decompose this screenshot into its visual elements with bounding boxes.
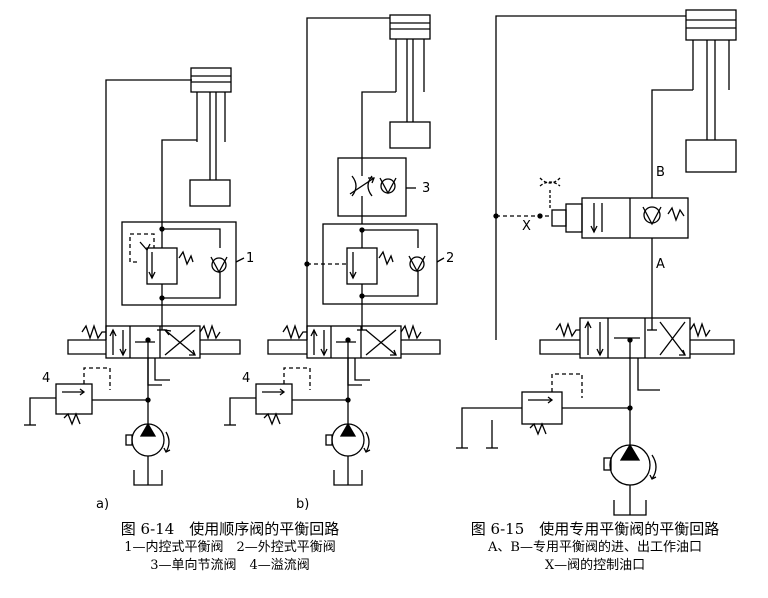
callout-leader-2 bbox=[436, 257, 445, 263]
fig-6-15-title: 图 6-15 使用专用平衡阀的平衡回路 bbox=[470, 520, 720, 538]
relief-valve-4a bbox=[24, 367, 151, 426]
port-label-x: X bbox=[522, 219, 531, 234]
balance-valve-2 bbox=[304, 223, 438, 322]
sublabel-b: b) bbox=[296, 497, 309, 512]
directional-valve-615 bbox=[539, 317, 735, 359]
circuit-615 bbox=[456, 9, 737, 516]
special-balance-valve bbox=[539, 177, 689, 239]
throttle-check-valve-3 bbox=[337, 157, 407, 224]
fig-6-14-legend-line2: 3—单向节流阀 4—溢流阀 bbox=[150, 558, 310, 573]
callout-leader-1 bbox=[235, 257, 245, 263]
port-label-a: A bbox=[656, 257, 665, 272]
fig-6-14-title: 图 6-14 使用顺序阀的平衡回路 bbox=[120, 520, 340, 538]
pump-615 bbox=[603, 443, 657, 516]
fig-6-15-legend-line2: X—阀的控制油口 bbox=[544, 558, 646, 573]
circuit-a bbox=[24, 67, 241, 486]
directional-valve-b bbox=[267, 322, 441, 359]
caption-fig-6-15: 图 6-15 使用专用平衡阀的平衡回路 A、B—专用平衡阀的进、出工作油口 X—… bbox=[430, 520, 760, 575]
callout-3: 3 bbox=[422, 181, 430, 196]
fig-6-15-legend-line1: A、B—专用平衡阀的进、出工作油口 bbox=[488, 540, 702, 555]
directional-valve-a bbox=[67, 322, 241, 359]
caption-fig-6-14: 图 6-14 使用顺序阀的平衡回路 1—内控式平衡阀 2—外控式平衡阀 3—单向… bbox=[60, 520, 400, 575]
callout-4a: 4 bbox=[42, 371, 50, 386]
cylinder-a bbox=[189, 67, 232, 207]
sublabel-a: a) bbox=[96, 497, 109, 512]
balance-valve-1 bbox=[121, 221, 237, 322]
callout-4b: 4 bbox=[242, 371, 250, 386]
fig-6-14-legend-line1: 1—内控式平衡阀 2—外控式平衡阀 bbox=[124, 540, 336, 555]
relief-valve-615 bbox=[456, 373, 633, 449]
relief-valve-4b bbox=[224, 367, 351, 426]
callout-2: 2 bbox=[446, 251, 454, 266]
cylinder-b bbox=[389, 14, 431, 149]
cylinder-615 bbox=[685, 9, 737, 173]
callout-1: 1 bbox=[246, 251, 254, 266]
pump-a bbox=[125, 400, 171, 486]
circuit-b bbox=[224, 14, 441, 486]
pump-b bbox=[325, 400, 371, 486]
port-label-b: B bbox=[656, 165, 665, 180]
